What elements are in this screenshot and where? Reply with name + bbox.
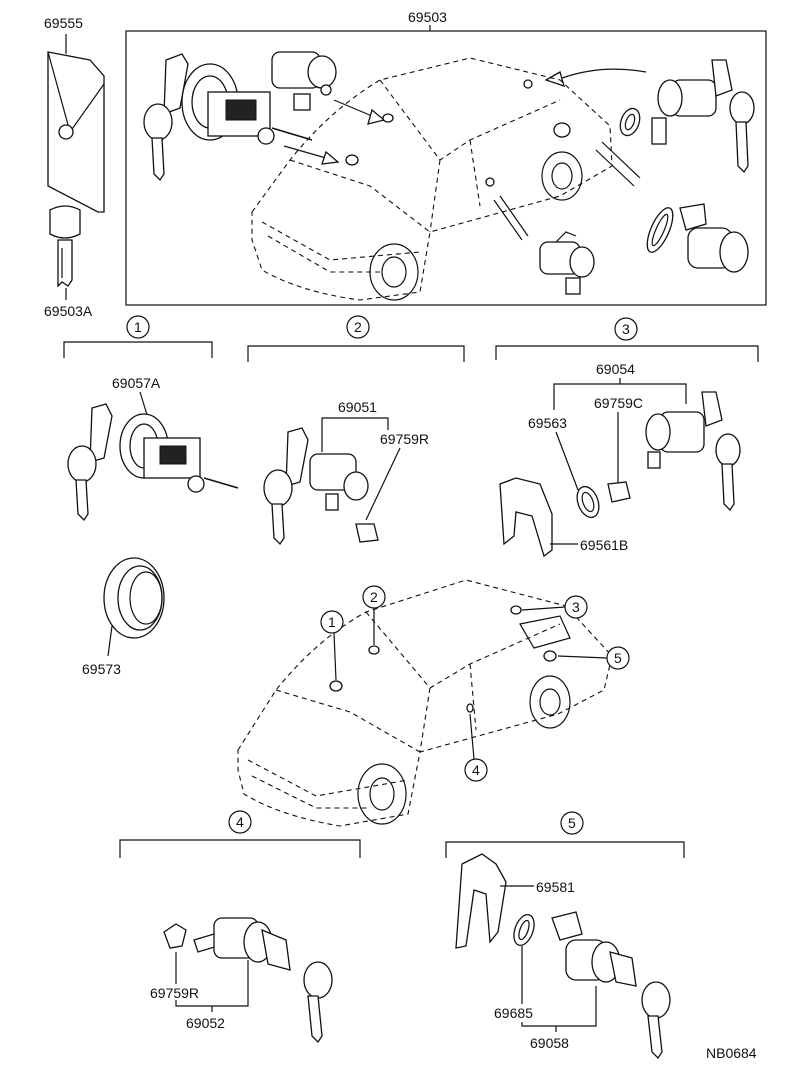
label-69555: 69555 <box>44 15 83 31</box>
label-69503: 69503 <box>408 9 447 25</box>
key-icon <box>263 427 309 546</box>
label-69759C: 69759C <box>594 395 643 411</box>
lock-cylinder-icon <box>539 231 595 295</box>
label-69051: 69051 <box>338 399 377 415</box>
callout-5-car-text: 5 <box>614 650 622 666</box>
callout-4-car-text: 4 <box>472 762 480 778</box>
gasket-icon <box>619 107 641 137</box>
key-icon <box>715 433 741 512</box>
group-5-bracket <box>445 841 685 858</box>
callout-4-group <box>228 810 252 834</box>
group-4-bracket <box>119 839 361 858</box>
arrows <box>283 68 647 241</box>
label-69054: 69054 <box>596 361 635 377</box>
label-69573: 69573 <box>82 661 121 677</box>
lock-cylinder-icon <box>679 203 749 273</box>
key-icon <box>143 53 189 182</box>
callout-3-text: 3 <box>622 321 630 337</box>
callout-5-group <box>560 811 584 835</box>
callout-4-group-text: 4 <box>236 814 244 830</box>
gasket-icon <box>455 853 507 949</box>
callout-3-group <box>614 317 638 341</box>
label-69058: 69058 <box>530 1035 569 1051</box>
lock-cylinder-icon <box>551 911 637 987</box>
label-69503A: 69503A <box>44 303 93 319</box>
callout-4 <box>464 758 488 782</box>
bezel-ring-icon <box>103 557 165 639</box>
callout-2-text: 2 <box>354 319 362 335</box>
label-69581: 69581 <box>536 879 575 895</box>
key-icon <box>67 403 113 522</box>
label-69057A: 69057A <box>112 375 161 391</box>
callout-5-group-text: 5 <box>568 815 576 831</box>
key-icon <box>49 205 81 288</box>
gasket-icon <box>646 207 674 253</box>
key-icon <box>729 91 755 174</box>
lock-cylinder-icon <box>309 453 369 511</box>
gasket-icon <box>499 477 553 558</box>
callout-1-group <box>126 315 150 339</box>
gasket-icon <box>513 914 535 946</box>
callout-2-group <box>346 315 370 339</box>
label-69759R-bottom: 69759R <box>150 985 199 1001</box>
key-icon <box>303 961 333 1044</box>
lock-cylinder-icon <box>645 391 723 469</box>
key-plate-icon <box>47 51 105 213</box>
drawing-code: NB0684 <box>706 1045 757 1061</box>
callout-1 <box>320 610 344 634</box>
set-box-69503 <box>125 25 767 306</box>
retainer-clip-icon <box>355 523 379 543</box>
callout-3-car-text: 3 <box>572 599 580 615</box>
label-69561B: 69561B <box>580 537 628 553</box>
ignition-switch-icon <box>119 413 239 493</box>
label-69685: 69685 <box>494 1005 533 1021</box>
gasket-icon <box>576 485 600 519</box>
label-69052: 69052 <box>186 1015 225 1031</box>
label-69759R-top: 69759R <box>380 431 429 447</box>
group-3-bracket <box>495 345 759 362</box>
key-icon <box>641 981 671 1060</box>
lock-cylinder-icon <box>271 51 337 111</box>
retainer-clip-icon <box>163 923 187 949</box>
group-2-bracket <box>247 345 465 362</box>
group-1-bracket <box>63 341 213 358</box>
label-69563: 69563 <box>528 415 567 431</box>
vehicle-outline-icon <box>237 579 613 827</box>
callout-2-car-text: 2 <box>370 589 378 605</box>
lock-cylinder-icon <box>651 59 733 145</box>
ignition-switch-icon <box>181 63 313 145</box>
callout-1-car-text: 1 <box>328 614 336 630</box>
retainer-clip-icon <box>607 481 631 503</box>
lock-cylinder-icon <box>193 917 291 971</box>
callout-1-text: 1 <box>134 319 142 335</box>
vehicle-outline-icon <box>251 57 613 301</box>
